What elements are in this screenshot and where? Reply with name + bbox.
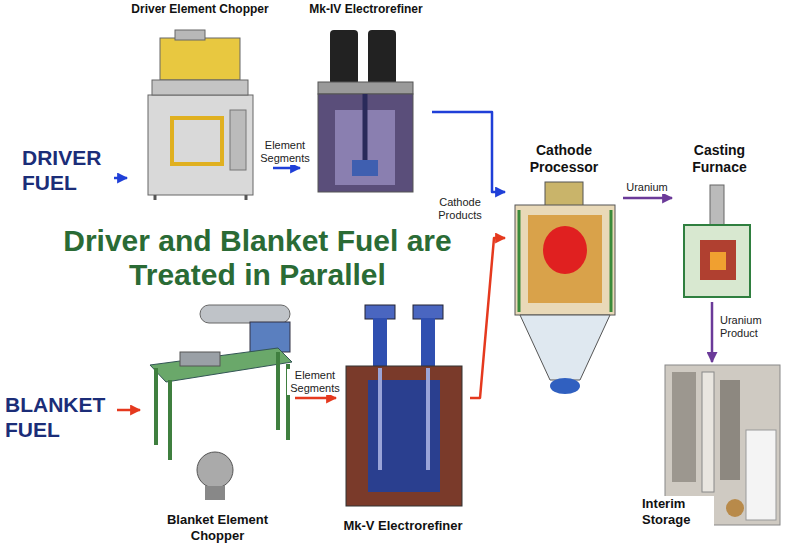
equipment-label: Mk-IV Electrorefiner (307, 2, 424, 17)
equipment-node: Driver Element Chopper (127, 2, 273, 202)
flow-label: Uranium (623, 181, 671, 194)
blanket-chopper-feed (180, 352, 220, 366)
mk4-vessel (318, 94, 413, 192)
equipment-label: Blanket Element Chopper (148, 512, 287, 544)
equipment-node: Cathode Processor (505, 142, 623, 398)
blanket-chopper-motor (197, 452, 233, 488)
processor-pipe (518, 210, 521, 312)
processor-crucible (543, 226, 587, 274)
flow-arrow (623, 197, 672, 200)
equipment-node: Blanket Element Chopper (140, 300, 295, 544)
mk4-cylinder (330, 30, 358, 85)
storage-tube (702, 372, 714, 492)
table-leg (154, 368, 158, 445)
mk5-drive (413, 305, 443, 319)
mk5-electrode (426, 368, 430, 470)
mk4-cylinder (368, 30, 396, 85)
flow-label: Element Segments (256, 139, 314, 165)
mk4-lid (318, 82, 413, 94)
flow-arrow (117, 409, 140, 412)
flow-arrow (432, 112, 505, 192)
cathode-processor-drawing (515, 182, 615, 394)
furnace-tower (710, 185, 724, 227)
furnace-chamber (700, 240, 736, 280)
blanket-chopper-tube (200, 305, 290, 323)
equipment-node: DRIVER FUEL (20, 140, 114, 200)
mk5-column (373, 318, 387, 368)
storage-rack (672, 372, 696, 482)
mk4-drawing (318, 30, 413, 192)
furnace-frame (684, 225, 750, 297)
mk5-column (421, 318, 435, 368)
stream-label: Cathode Products (432, 196, 488, 222)
flow-label: Uranium Product (720, 314, 776, 340)
blanket-chopper-drawing (150, 305, 292, 500)
equipment-label: Interim Storage (640, 496, 714, 528)
mk5-drawing (346, 305, 462, 506)
equipment-node: BLANKET FUEL (3, 390, 117, 444)
table-leg (168, 380, 172, 460)
diagram-title: Driver and Blanket Fuel are Treated in P… (55, 224, 460, 292)
processor-insulation (528, 215, 602, 303)
mk5-shield (346, 366, 462, 506)
flow-arrow (711, 302, 714, 362)
blanket-chopper-box (250, 322, 290, 352)
chopper-panel (230, 110, 246, 170)
equipment-node: Casting Furnace (672, 142, 767, 302)
casting-furnace-drawing (684, 185, 750, 297)
blanket-chopper-table (150, 348, 292, 382)
driver-chopper-drawing (148, 30, 253, 200)
flow-arrow (114, 177, 127, 180)
processor-top (545, 182, 583, 206)
chopper-deck (152, 80, 248, 95)
equipment-label: Driver Element Chopper (129, 2, 270, 17)
chopper-cabinet (148, 95, 253, 195)
chopper-drive (160, 38, 240, 80)
equipment-label: DRIVER FUEL (20, 145, 114, 195)
mk5-drive (365, 305, 395, 319)
blanket-chopper-base (205, 486, 225, 500)
processor-body (515, 205, 615, 315)
mk4-cathode (352, 160, 378, 176)
chopper-leg (245, 195, 248, 200)
chopper-motor (175, 30, 205, 40)
mk5-electrode (378, 368, 382, 470)
equipment-label: Cathode Processor (517, 142, 611, 176)
chopper-frame (172, 118, 222, 164)
equipment-label: Casting Furnace (680, 142, 759, 176)
furnace-melt (710, 252, 726, 270)
flow-arrow (295, 397, 336, 400)
chopper-leg (154, 195, 157, 200)
flow-label: Element Segments (287, 369, 343, 395)
equipment-node: Interim Storage (640, 362, 785, 528)
equipment-label: BLANKET FUEL (3, 392, 117, 442)
table-leg (276, 352, 280, 430)
processor-cone (520, 315, 610, 380)
storage-rack (720, 380, 740, 480)
equipment-node: Mk-V Electrorefiner (336, 300, 470, 534)
equipment-label: Mk-V Electrorefiner (341, 518, 464, 534)
storage-coin (726, 499, 744, 517)
processor-receiver (550, 378, 580, 394)
flow-arrow (470, 238, 505, 398)
storage-bag (746, 430, 776, 520)
equipment-node: Mk-IV Electrorefiner (300, 2, 432, 198)
processor-pipe (610, 210, 613, 312)
flow-arrow (273, 167, 300, 170)
